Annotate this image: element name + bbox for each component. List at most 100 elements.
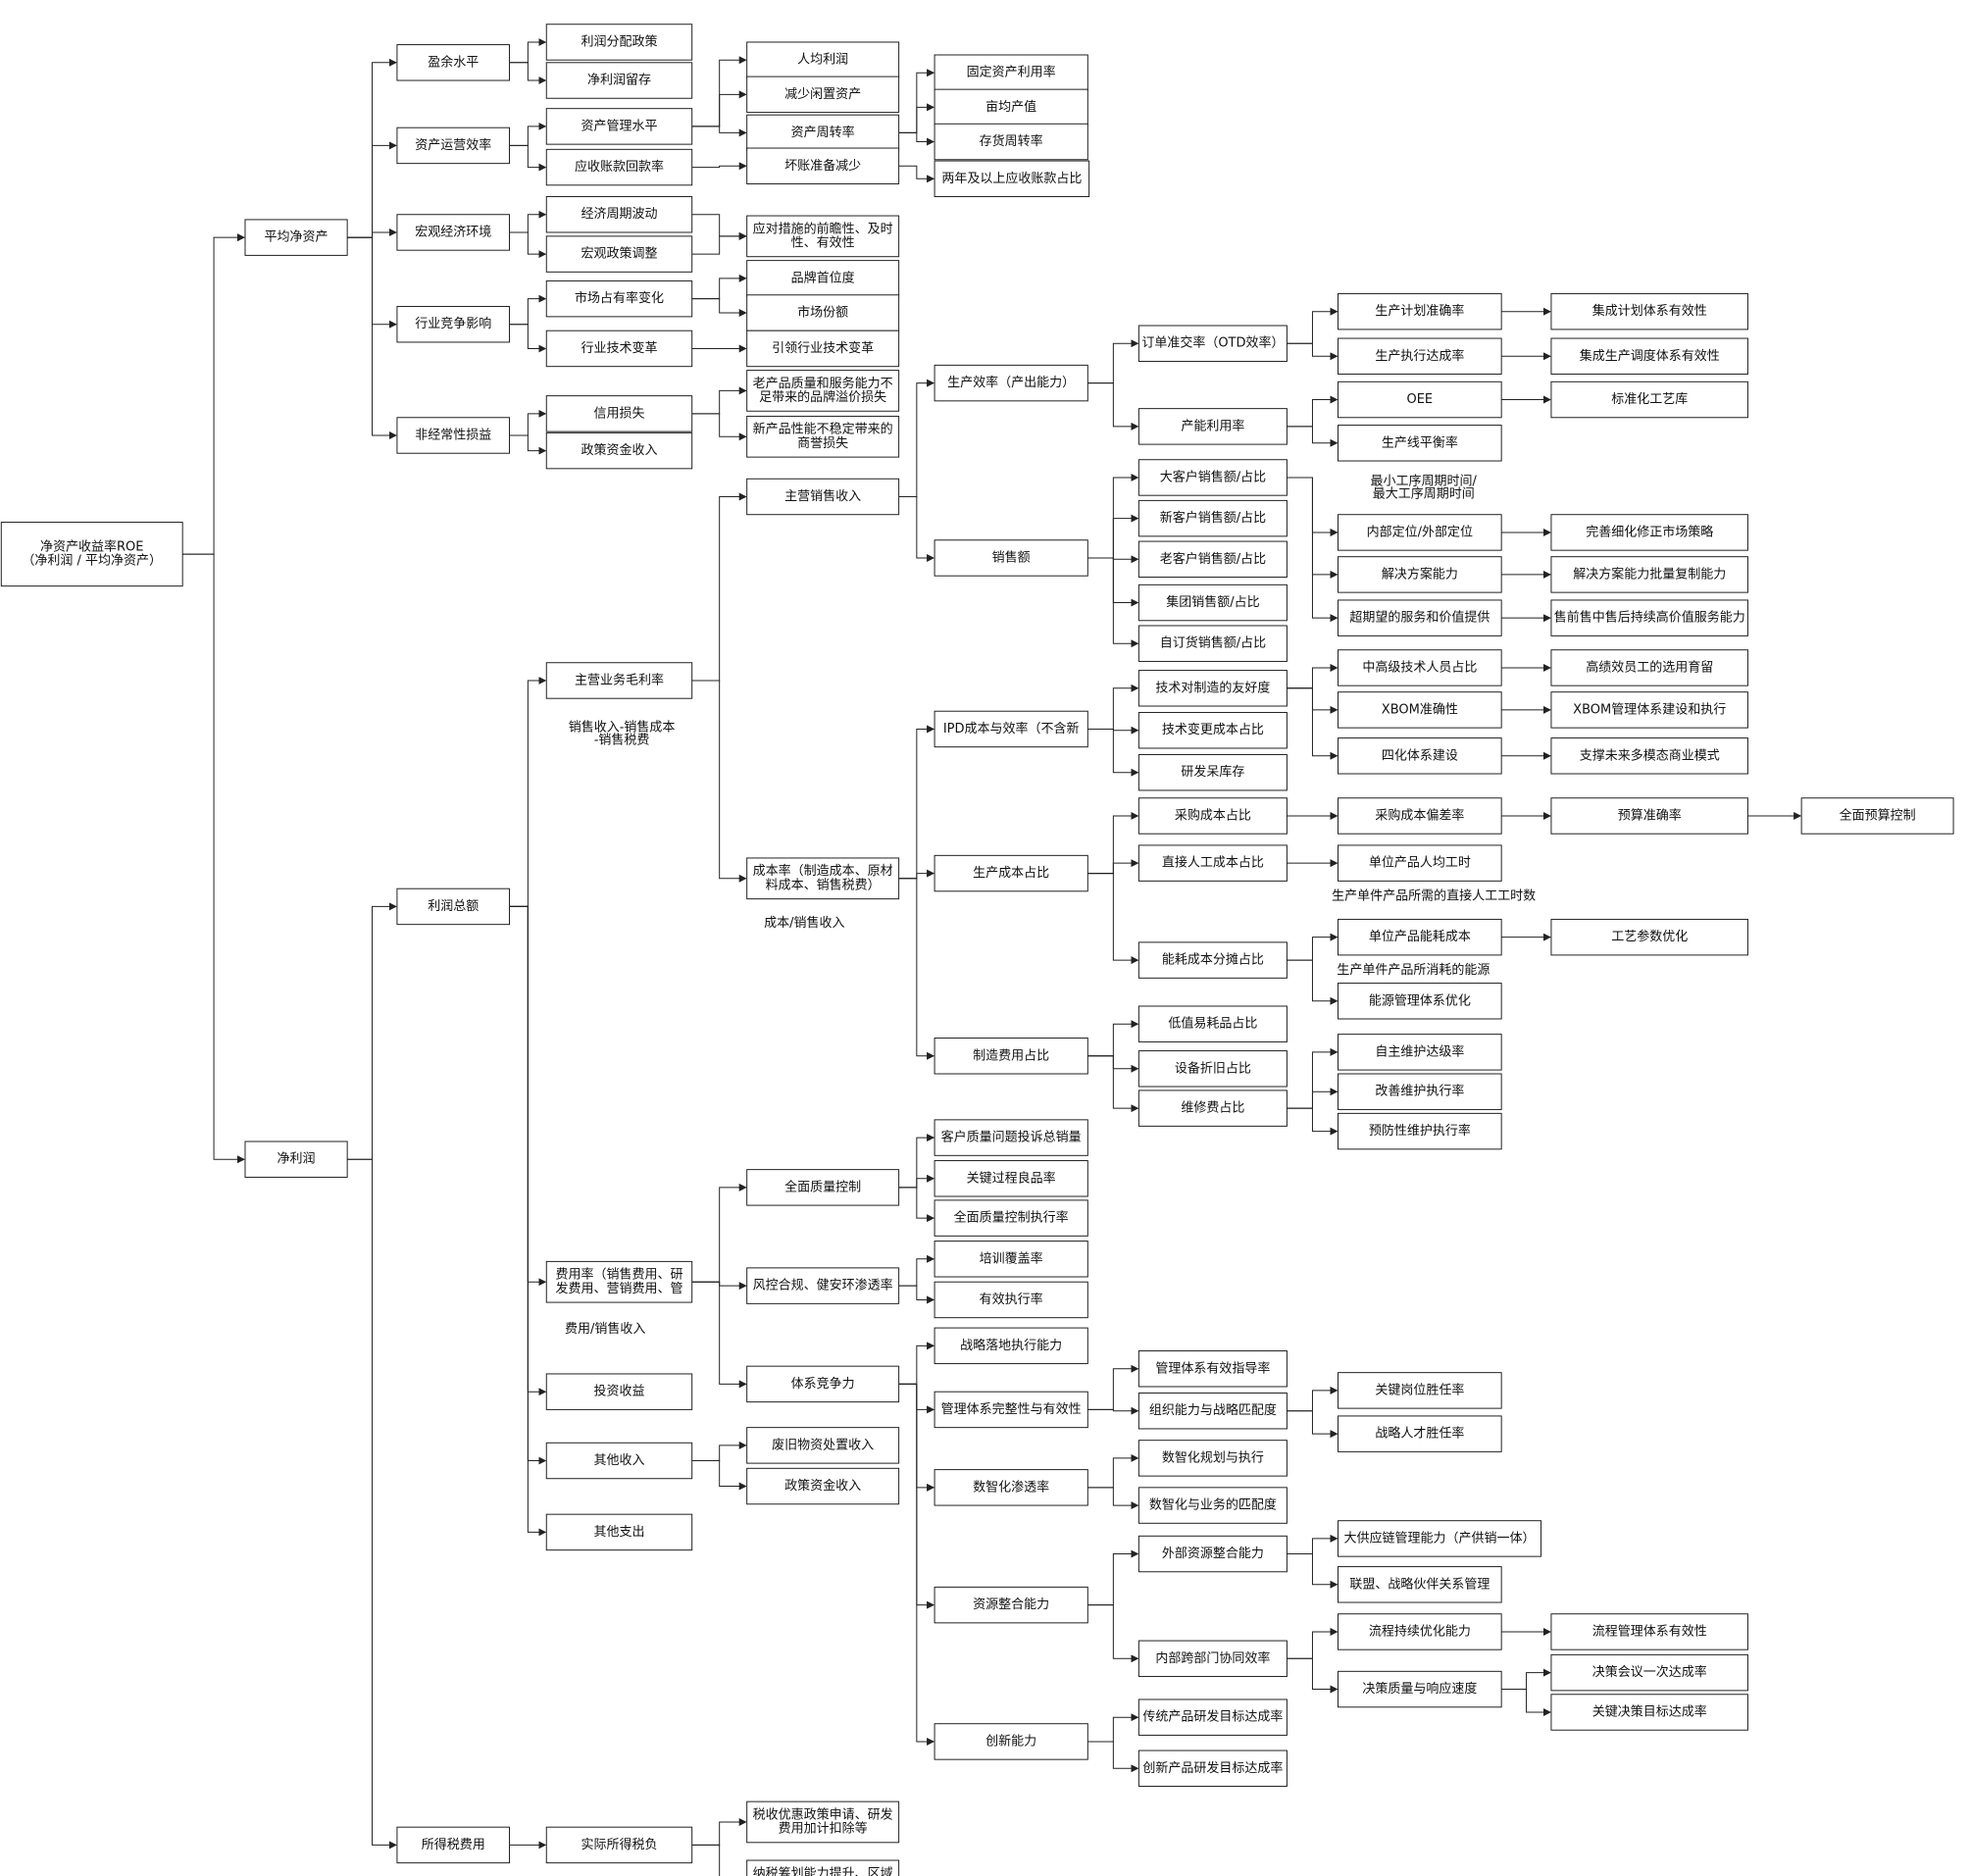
node-share-change[interactable]: 市场占有率变化 — [545, 279, 693, 318]
node-line-balance[interactable]: 生产线平衡率 — [1338, 425, 1502, 462]
node-after-sales[interactable]: 售前售中售后持续高价值服务能力 — [1550, 599, 1748, 636]
node-surplus[interactable]: 盈余水平 — [396, 44, 511, 81]
node-ipd[interactable]: IPD成本与效率（不含新 — [934, 710, 1088, 748]
node-self-order[interactable]: 自订货销售额/占比 — [1137, 625, 1288, 662]
node-digital-match[interactable]: 数智化与业务的匹配度 — [1137, 1487, 1288, 1524]
node-unit-energy[interactable]: 单位产品能耗成本 — [1338, 918, 1502, 956]
node-exec-rate[interactable]: 生产执行达成率 — [1338, 337, 1502, 375]
node-mfg-exp[interactable]: 制造费用占比 — [934, 1038, 1088, 1075]
node-exceed[interactable]: 超期望的服务和价值提供 — [1338, 599, 1502, 636]
node-innovation[interactable]: 创新能力 — [934, 1723, 1088, 1760]
node-nonrecurring[interactable]: 非经常性损益 — [396, 417, 511, 454]
node-direct-labor[interactable]: 直接人工成本占比 — [1137, 844, 1288, 882]
node-positioning[interactable]: 内部定位/外部定位 — [1338, 514, 1502, 551]
node-supply-chain[interactable]: 大供应链管理能力（产供销一体） — [1338, 1520, 1542, 1557]
node-process-sys[interactable]: 流程管理体系有效性 — [1550, 1613, 1748, 1650]
node-gross-margin[interactable]: 主营业务毛利率 — [545, 662, 693, 699]
node-four-system[interactable]: 四化体系建设 — [1338, 737, 1502, 775]
node-tqc-exec[interactable]: 全面质量控制执行率 — [934, 1199, 1088, 1237]
node-prod-eff[interactable]: 生产效率（产出能力） — [934, 364, 1088, 402]
node-policy-adj[interactable]: 宏观政策调整 — [545, 235, 693, 273]
node-main-sales[interactable]: 主营销售收入 — [746, 478, 900, 516]
node-digital-plan[interactable]: 数智化规划与执行 — [1137, 1440, 1288, 1477]
node-avg-assets[interactable]: 平均净资产 — [244, 219, 348, 256]
node-eff-exec[interactable]: 有效执行率 — [934, 1281, 1088, 1319]
node-inventory[interactable]: 存货周转率 — [934, 123, 1088, 161]
node-training[interactable]: 培训覆盖率 — [934, 1241, 1088, 1278]
node-profit-dist[interactable]: 利润分配政策 — [545, 24, 693, 61]
node-other-income[interactable]: 其他收入 — [545, 1442, 693, 1480]
node-total-profit[interactable]: 利润总额 — [396, 887, 511, 926]
node-key-post[interactable]: 关键岗位胜任率 — [1338, 1372, 1502, 1409]
node-credit-loss[interactable]: 信用损失 — [545, 395, 693, 432]
node-big-cust[interactable]: 大客户销售额/占比 — [1137, 459, 1288, 496]
node-high-perf[interactable]: 高绩效员工的选用育留 — [1550, 649, 1748, 686]
node-market-share[interactable]: 市场份额 — [746, 294, 900, 331]
node-tech-change[interactable]: 行业技术变革 — [545, 330, 693, 368]
node-receivable[interactable]: 应收账款回款率 — [545, 148, 693, 186]
node-macro[interactable]: 宏观经济环境 — [396, 214, 511, 251]
node-bad-debt[interactable]: 坏账准备减少 — [746, 147, 900, 184]
node-self-maint[interactable]: 自主维护达级率 — [1338, 1034, 1502, 1071]
node-strategy[interactable]: 战略落地执行能力 — [934, 1327, 1088, 1365]
node-tqc[interactable]: 全面质量控制 — [746, 1169, 900, 1206]
node-asset-mgmt[interactable]: 资产管理水平 — [545, 108, 693, 145]
node-market-strategy[interactable]: 完善细化修正市场策略 — [1550, 514, 1748, 551]
node-brand-rank[interactable]: 品牌首位度 — [746, 260, 900, 297]
node-prevent-maint[interactable]: 预防性维护执行率 — [1338, 1112, 1502, 1150]
node-industry[interactable]: 行业竞争影响 — [396, 305, 511, 343]
node-xbom[interactable]: XBOM准确性 — [1338, 691, 1502, 729]
node-resource[interactable]: 资源整合能力 — [934, 1586, 1088, 1624]
node-complaints[interactable]: 客户质量问题投诉总销量 — [934, 1119, 1088, 1156]
node-org-match[interactable]: 组织能力与战略匹配度 — [1137, 1392, 1288, 1430]
node-prod-cost[interactable]: 生产成本占比 — [934, 854, 1088, 892]
node-multi-mode[interactable]: 支撑未来多模态商业模式 — [1550, 737, 1748, 775]
node-old-cust[interactable]: 老客户销售额/占比 — [1137, 540, 1288, 579]
node-process-opt[interactable]: 流程持续优化能力 — [1338, 1613, 1502, 1650]
node-external-res[interactable]: 外部资源整合能力 — [1137, 1535, 1288, 1573]
node-income-tax[interactable]: 所得税费用 — [396, 1826, 511, 1864]
node-output-mu[interactable]: 亩均产值 — [934, 88, 1088, 127]
node-otd[interactable]: 订单准交率（OTD效率） — [1137, 325, 1288, 362]
node-low-value[interactable]: 低值易耗品占比 — [1137, 1005, 1288, 1042]
node-energy-cost[interactable]: 能耗成本分摊占比 — [1137, 941, 1288, 979]
node-tech-friendly[interactable]: 技术对制造的友好度 — [1137, 670, 1288, 707]
node-root[interactable]: 净资产收益率ROE（净利润 / 平均净资产） — [0, 522, 183, 587]
node-strategic-talent[interactable]: 战略人才胜任率 — [1338, 1415, 1502, 1452]
node-gov-income1[interactable]: 政策资金收入 — [545, 431, 693, 470]
node-tech-change-cost[interactable]: 技术变更成本占比 — [1137, 712, 1288, 749]
node-process-param[interactable]: 工艺参数优化 — [1550, 918, 1748, 956]
node-gov-income2[interactable]: 政策资金收入 — [746, 1467, 900, 1505]
node-plan-acc[interactable]: 生产计划准确率 — [1338, 292, 1502, 330]
node-net-profit[interactable]: 净利润 — [244, 1141, 348, 1178]
node-oee[interactable]: OEE — [1338, 380, 1502, 419]
node-rd-scrap[interactable]: 研发呆库存 — [1137, 753, 1288, 791]
node-solution-copy[interactable]: 解决方案能力批量复制能力 — [1550, 556, 1748, 593]
node-key-yield[interactable]: 关键过程良品率 — [934, 1160, 1088, 1197]
node-improve-maint[interactable]: 改善维护执行率 — [1338, 1073, 1502, 1110]
node-retained[interactable]: 净利润留存 — [545, 62, 693, 99]
node-meeting-once[interactable]: 决策会议一次达成率 — [1550, 1653, 1748, 1692]
node-solution[interactable]: 解决方案能力 — [1338, 556, 1502, 593]
node-mgmt-guide[interactable]: 管理体系有效指导率 — [1137, 1350, 1288, 1388]
node-cycle[interactable]: 经济周期波动 — [545, 196, 693, 233]
node-full-budget[interactable]: 全面预算控制 — [1800, 797, 1954, 835]
node-depreciation[interactable]: 设备折旧占比 — [1137, 1050, 1288, 1088]
node-new-cust[interactable]: 新客户销售额/占比 — [1137, 499, 1288, 537]
node-integ-plan[interactable]: 集成计划体系有效性 — [1550, 292, 1748, 330]
node-two-year-ar[interactable]: 两年及以上应收账款占比 — [934, 160, 1090, 198]
node-tax-plan[interactable]: 纳税筹划能力提升、区域税收优惠政策利用 — [746, 1859, 900, 1876]
node-mgmt-system[interactable]: 管理体系完整性与有效性 — [934, 1391, 1088, 1429]
node-lead-tech[interactable]: 引领行业技术变革 — [746, 330, 900, 368]
node-scrap[interactable]: 废旧物资处置收入 — [746, 1427, 900, 1464]
node-per-capita[interactable]: 人均利润 — [746, 41, 900, 78]
node-invest-income[interactable]: 投资收益 — [545, 1373, 693, 1410]
node-asset-turnover[interactable]: 资产周转率 — [746, 114, 900, 152]
node-group-sales[interactable]: 集团销售额/占比 — [1137, 583, 1288, 622]
node-std-process[interactable]: 标准化工艺库 — [1550, 380, 1748, 419]
